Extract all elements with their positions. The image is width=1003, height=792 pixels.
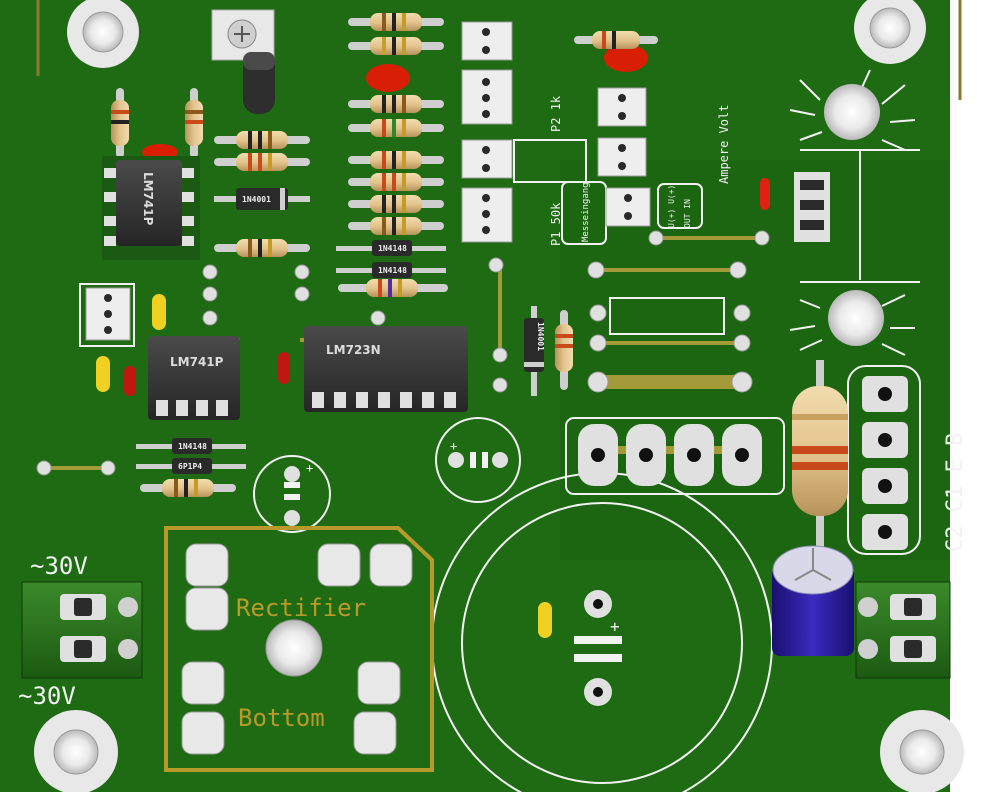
diode-1n4001-a-label: 1N4001: [242, 195, 271, 204]
p2-label: P2 1k: [549, 95, 563, 132]
cap-yellow-2: [152, 294, 166, 330]
rectifier-outline: [164, 526, 434, 772]
mounting-hole-bottom-right: [880, 710, 964, 792]
p1-label: P1 50k: [549, 202, 563, 246]
diode-1n4001-horizontal: [214, 188, 310, 210]
ac-bottom-label: ~30V: [18, 682, 76, 710]
messeingang-label: Messeingang: [581, 182, 591, 242]
rectifier-label: Rectifier: [236, 594, 366, 622]
ic-lm741-middle: [148, 336, 240, 420]
heatsink-outline: [789, 69, 920, 356]
bottom-label: Bottom: [238, 704, 325, 732]
heatsink-connector: [794, 172, 830, 242]
diode-1n4148-d-label: 6P1P4: [178, 462, 202, 471]
resistor-bank-left: [140, 31, 658, 497]
cap-red-2: [278, 352, 290, 384]
power-pads: [578, 424, 762, 486]
diode-1n4148-c-label: 1N4148: [178, 442, 207, 451]
diode-1n4148-a-label: 1N4148: [378, 244, 407, 253]
electrolytic-capacitor: [772, 545, 854, 656]
plus-mark-small-2: +: [450, 439, 457, 453]
cap-red-3: [760, 178, 770, 210]
cap-yellow-1: [96, 356, 110, 392]
uplus-label: U(+) U(+): [667, 185, 676, 228]
connector-pins: [104, 28, 632, 334]
ampere-volt-label: Ampere Volt: [717, 105, 731, 184]
resistor-bank-center: [338, 13, 448, 297]
diode-1n4001-vertical: [524, 306, 544, 396]
red-marker-2: [604, 44, 648, 72]
terminal-block-right: [855, 581, 951, 679]
transistor-socket: [862, 376, 908, 550]
diode-1n4148-b-label: 1N4148: [378, 266, 407, 275]
main-capacitor-pads: [574, 590, 622, 706]
rectifier-center-hole: [265, 619, 323, 677]
resistor-vertical-left: [111, 88, 573, 390]
power-resistor: [792, 360, 848, 560]
board-edge-right: [950, 0, 1003, 792]
heatsink-hole-bottom: [828, 290, 884, 346]
transistor-pins-label: C2 C1 E B: [943, 433, 968, 552]
rectifier-pads: [181, 543, 413, 755]
cap-red-1: [124, 366, 136, 396]
cap-yellow-3: [538, 602, 552, 638]
heatsink-hole-top: [824, 84, 880, 140]
ic1-label: LM741P: [141, 172, 155, 226]
plus-mark-small-1: +: [306, 461, 313, 475]
mounting-hole-top-right: [854, 0, 926, 64]
solder-pads: [36, 230, 770, 476]
transistor-to92: [243, 52, 275, 114]
diode-1n4001-b-label: 1N4001: [536, 322, 545, 351]
ac-top-label: ~30V: [30, 552, 88, 580]
ic3-label: LM723N: [326, 343, 381, 357]
silk-outlines: [79, 139, 921, 792]
red-marker-1: [366, 64, 410, 92]
mounting-hole-top-left: [67, 0, 139, 68]
ic-lm741-top: [102, 156, 200, 260]
out-in-label: OUT IN: [683, 199, 692, 228]
ic-lm723: [304, 326, 468, 412]
terminal-block-left: [21, 581, 143, 679]
ic2-label: LM741P: [170, 355, 224, 369]
small-capacitor-marks: [284, 452, 508, 526]
plus-mark-cap: +: [610, 617, 620, 636]
diode-1n4148-stack: [136, 240, 446, 474]
mounting-hole-bottom-left: [34, 710, 118, 792]
